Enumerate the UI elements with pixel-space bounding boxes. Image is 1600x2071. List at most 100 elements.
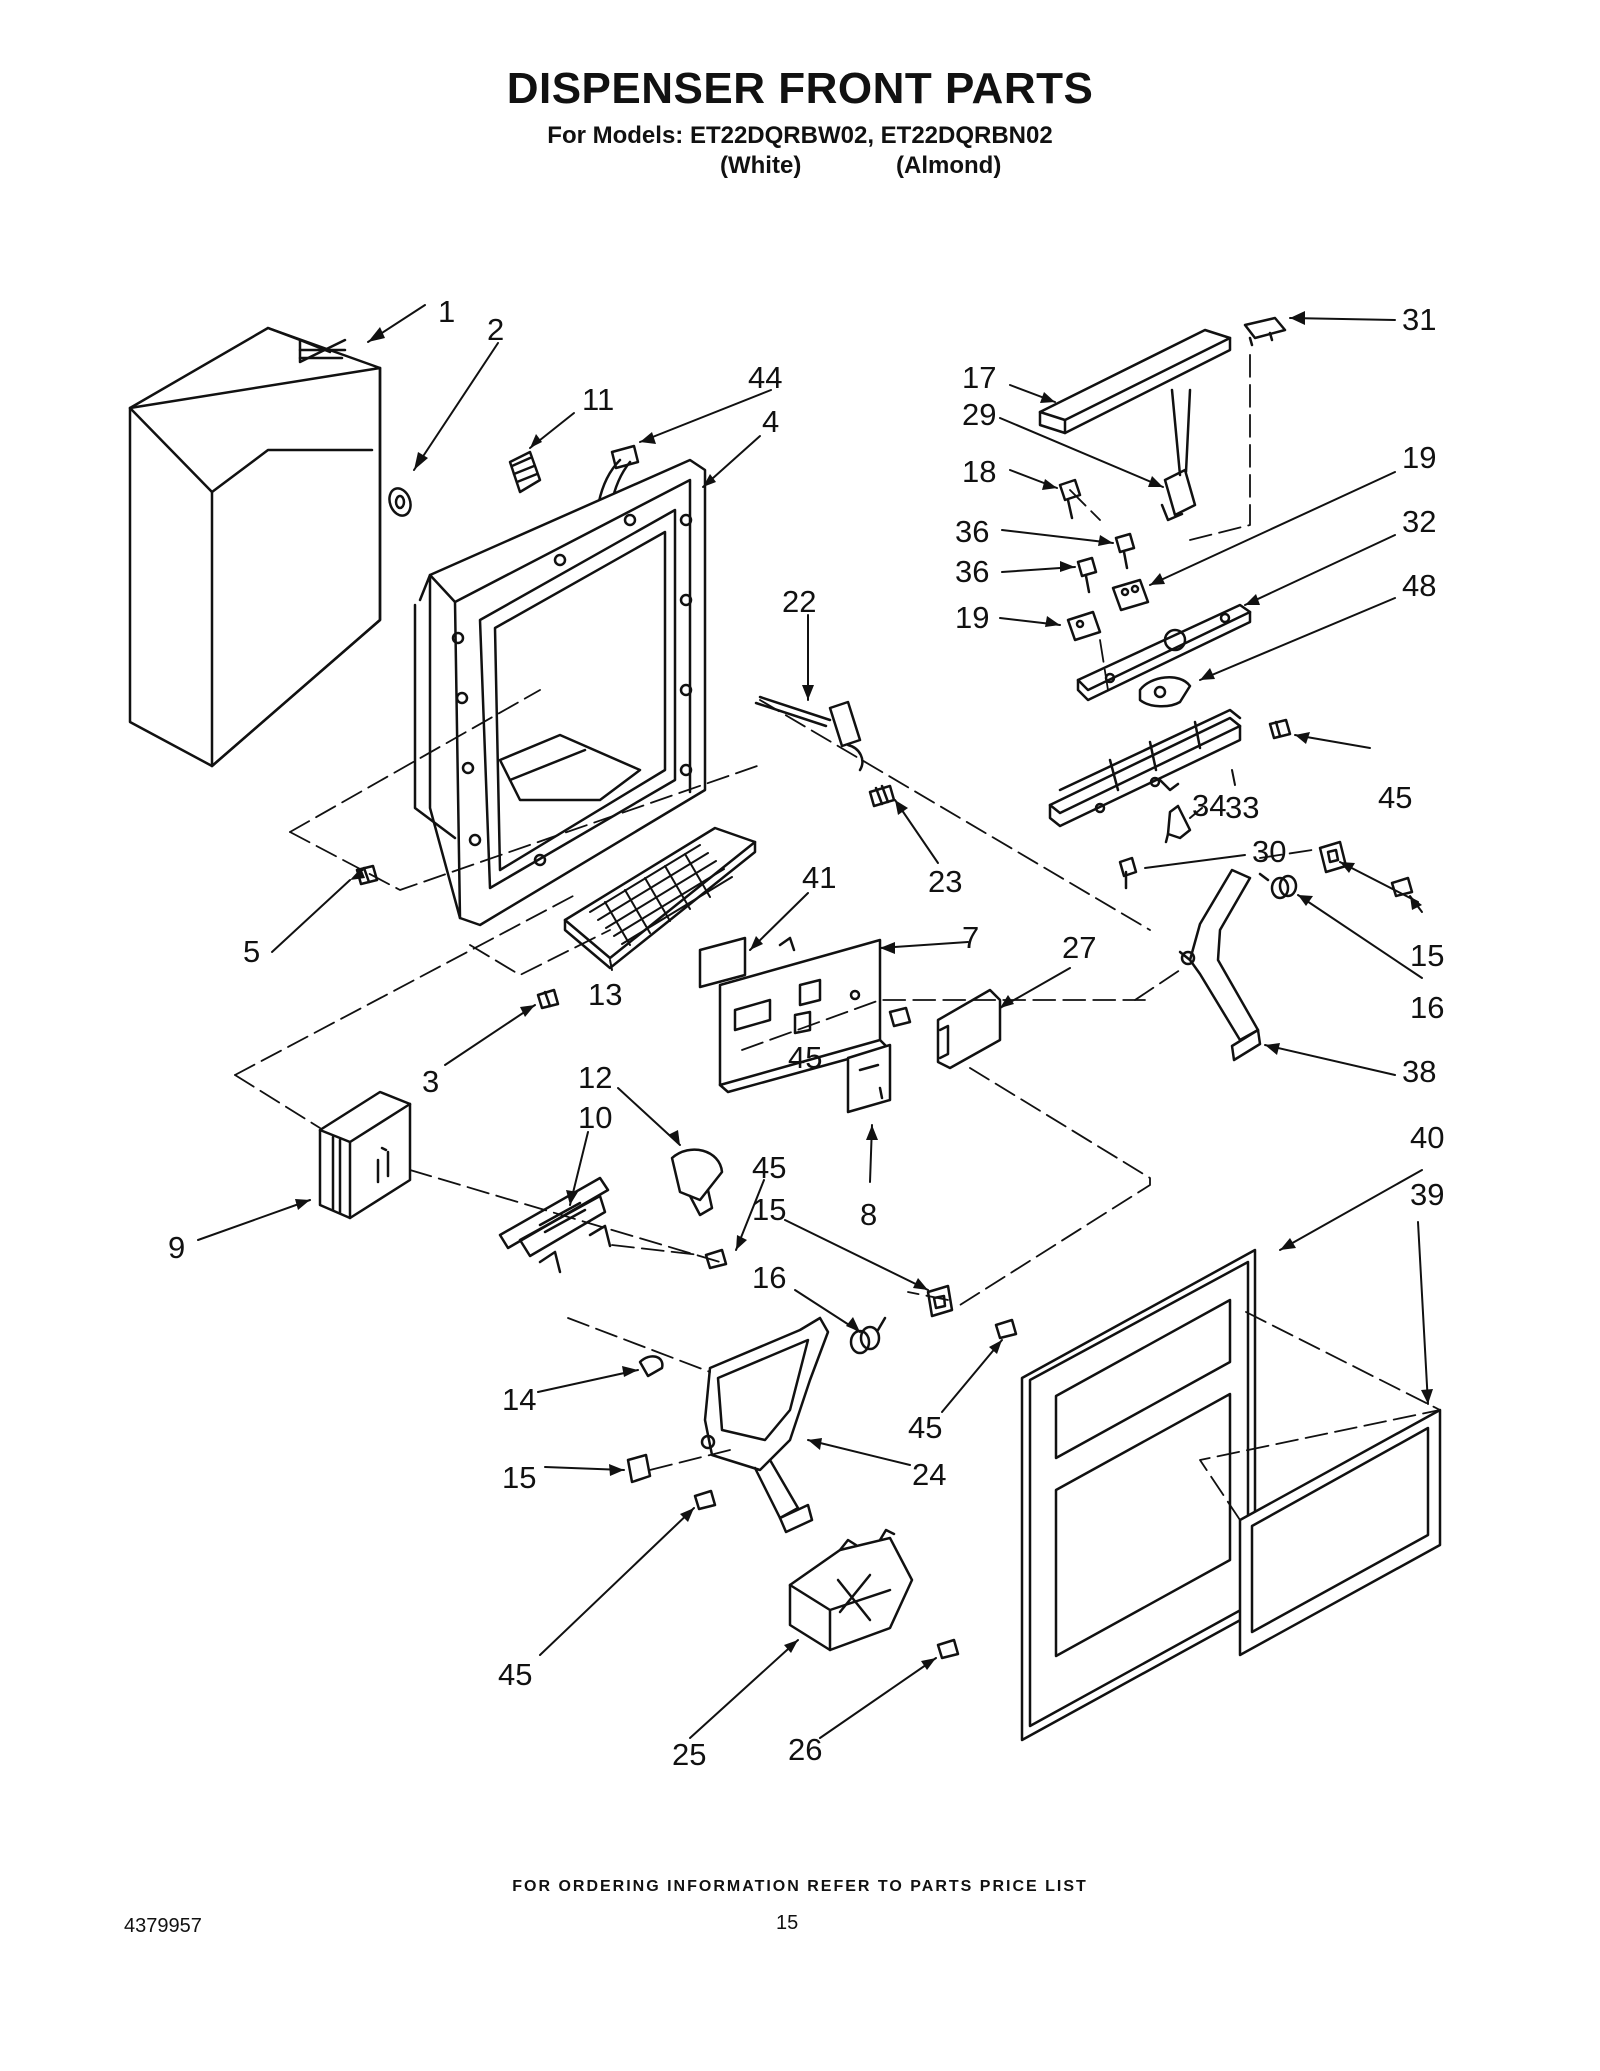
part-31-connector <box>1243 316 1287 347</box>
part-11-wire-nut <box>508 450 542 494</box>
part-27-bracket <box>936 988 1002 1070</box>
part-25-chute <box>788 1528 914 1652</box>
part-17-top-cap <box>1038 328 1232 435</box>
part-34-actuator <box>1164 804 1192 844</box>
callout-44: 44 <box>748 360 782 395</box>
callout-3: 3 <box>422 1064 439 1099</box>
callout-15-c: 15 <box>502 1460 536 1495</box>
part-48-cam <box>1138 676 1192 708</box>
part-36-screws <box>1076 532 1136 594</box>
callout-26: 26 <box>788 1732 822 1767</box>
part-38-lever-arm <box>1178 868 1262 1062</box>
callout-16-b: 16 <box>752 1260 786 1295</box>
callout-18: 18 <box>962 454 996 489</box>
callout-9: 9 <box>168 1230 185 1265</box>
part-8-plate <box>846 1043 892 1114</box>
part-32-plate <box>1076 603 1252 702</box>
callout-41: 41 <box>802 860 836 895</box>
part-33-bracket <box>1048 708 1242 828</box>
variant-almond-label: (Almond) <box>896 152 1002 179</box>
part-19-switches <box>1066 578 1150 642</box>
callout-15-a: 15 <box>1410 938 1444 973</box>
callout-34: 34 <box>1192 788 1226 823</box>
callout-30: 30 <box>1252 834 1286 869</box>
callout-15-b: 15 <box>752 1192 786 1227</box>
ordering-note: FOR ORDERING INFORMATION REFER TO PARTS … <box>512 1878 1088 1895</box>
part-16-spring-right <box>1258 872 1298 900</box>
callout-8: 8 <box>860 1197 877 1232</box>
part-45-screw-mid <box>888 1006 912 1028</box>
callout-13: 13 <box>588 977 622 1012</box>
part-22-lever-rod <box>754 695 864 772</box>
callout-1: 1 <box>438 294 455 329</box>
callout-14: 14 <box>502 1382 536 1417</box>
callout-27: 27 <box>1062 930 1096 965</box>
callout-11: 11 <box>582 382 614 417</box>
callout-4: 4 <box>762 404 779 439</box>
callout-16-a: 16 <box>1410 990 1444 1025</box>
part-45-screw-bottom <box>693 1489 717 1511</box>
part-23-screw <box>868 784 896 808</box>
part-39-insert-panel <box>1238 1408 1442 1657</box>
part-5-screw <box>355 864 379 886</box>
callout-33: 33 <box>1225 790 1259 825</box>
callout-22: 22 <box>782 584 816 619</box>
callout-29: 29 <box>962 397 996 432</box>
part-45-screw-right <box>1390 876 1414 898</box>
page-number: 15 <box>776 1912 799 1934</box>
part-7-control-board <box>718 936 890 1094</box>
part-45-screw-lower-right <box>994 1318 1018 1340</box>
callout-labels: 1 2 11 44 4 17 29 31 18 19 36 36 32 19 4… <box>168 294 1444 1772</box>
callout-19-upper: 19 <box>1402 440 1436 475</box>
callout-5: 5 <box>243 934 260 969</box>
part-3-screw <box>536 988 560 1010</box>
callout-2: 2 <box>487 312 504 347</box>
part-1-cover-box <box>128 326 382 768</box>
callout-45-c: 45 <box>752 1150 786 1185</box>
part-2-grommet <box>388 487 412 517</box>
callout-19-lower: 19 <box>955 600 989 635</box>
part-45-screw-lower-left <box>704 1248 728 1270</box>
part-4-housing-frame <box>413 458 707 927</box>
part-15-clip-right <box>1318 840 1348 874</box>
part-16-spring-lower <box>849 1316 887 1355</box>
callout-36-upper: 36 <box>955 514 989 549</box>
callout-39: 39 <box>1410 1177 1444 1212</box>
part-26-screw <box>936 1638 960 1660</box>
callout-45-d: 45 <box>908 1410 942 1445</box>
callout-38: 38 <box>1402 1054 1436 1089</box>
document-number: 4379957 <box>124 1915 202 1937</box>
callout-10: 10 <box>578 1100 612 1135</box>
part-24-cradle <box>700 1316 830 1534</box>
part-18-screw <box>1058 478 1082 520</box>
callout-45-e: 45 <box>498 1657 532 1692</box>
callout-7: 7 <box>962 920 979 955</box>
part-40-front-panel <box>1020 1248 1257 1742</box>
callout-32: 32 <box>1402 504 1436 539</box>
part-14-clip <box>638 1355 664 1378</box>
callout-40: 40 <box>1410 1120 1444 1155</box>
part-15-clip-left-lower <box>626 1453 652 1484</box>
callout-17: 17 <box>962 360 996 395</box>
callout-24: 24 <box>912 1457 946 1492</box>
part-29-switch <box>1160 388 1197 522</box>
part-13-grille <box>563 826 757 970</box>
callout-25: 25 <box>672 1737 706 1772</box>
part-45-screw-upper <box>1268 718 1292 740</box>
page-title: DISPENSER FRONT PARTS <box>506 64 1094 113</box>
part-12-bulb <box>670 1148 724 1217</box>
callout-12: 12 <box>578 1060 612 1095</box>
callout-45-a: 45 <box>1378 780 1412 815</box>
callout-31: 31 <box>1402 302 1436 337</box>
models-line: For Models: ET22DQRBW02, ET22DQRBN02 <box>547 122 1053 149</box>
callout-36-lower: 36 <box>955 554 989 589</box>
part-9-light-housing <box>318 1090 412 1220</box>
callout-45-b: 45 <box>788 1040 822 1075</box>
part-41-label <box>698 936 747 989</box>
part-30-screw <box>1118 856 1138 890</box>
part-15-clip-lower <box>926 1284 954 1318</box>
callout-23: 23 <box>928 864 962 899</box>
callout-48: 48 <box>1402 568 1436 603</box>
variant-white-label: (White) <box>720 152 802 179</box>
